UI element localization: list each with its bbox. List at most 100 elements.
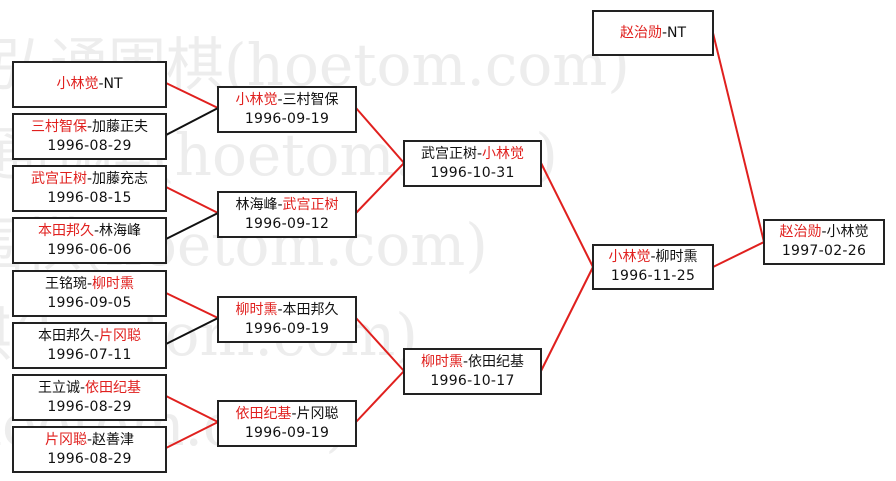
loser-name: 武宫正树 [420,145,477,162]
match-box-r1-3: 武宫正树-加藤充志 1996-08-15 [12,165,167,212]
match-date: 1996-09-19 [244,320,330,337]
winner-name: 柳时熏 [92,275,135,292]
connector-line [355,370,405,423]
winner-name: 柳时熏 [420,353,463,370]
winner-name: 赵治勋 [619,24,662,41]
connector-line [540,162,594,268]
match-date: 1996-08-29 [47,450,132,467]
loser-name: 柳时熏 [655,249,698,265]
match-box-seed: 赵治勋-NT [592,10,714,56]
match-date: 1996-11-25 [610,268,696,284]
winner-name: 依田纪基 [235,405,292,422]
match-date: 1996-09-19 [244,424,330,441]
winner-name: 小林觉 [235,91,278,108]
winner-name: 本田邦久 [37,222,94,239]
loser-name: NT [103,76,123,92]
match-date: 1996-08-29 [47,398,132,415]
connector-line [165,186,219,214]
match-players: 武宫正树-加藤充志 [30,170,149,187]
winner-name: 三村智保 [30,118,87,135]
match-players: 王立诚-依田纪基 [37,379,142,396]
connector-line [165,292,219,319]
winner-name: 片冈聪 [99,327,142,344]
match-box-r2-2: 林海峰-武宫正树 1996-09-12 [217,191,357,238]
connector-line [540,266,594,372]
loser-name: 林海峰 [99,222,142,239]
connector-line [165,317,219,345]
loser-name: 片冈聪 [296,405,339,422]
match-box-r3-1: 武宫正树-小林觉 1996-10-31 [403,140,542,187]
connector-line [165,212,219,240]
match-date: 1997-02-26 [781,243,867,259]
winner-name: 小林觉 [482,145,525,162]
match-box-r2-3: 柳时熏-本田邦久 1996-09-19 [217,296,357,343]
match-players: 赵治勋-小林觉 [779,224,869,240]
connector-line [165,421,219,449]
match-date: 1996-09-05 [47,294,132,311]
match-players: 林海峰-武宫正树 [235,196,339,213]
match-date: 1996-08-29 [47,137,132,154]
match-players: 赵治勋-NT [619,24,687,41]
loser-name: 加藤充志 [92,170,149,187]
loser-name: 小林觉 [826,224,869,240]
match-players: 小林觉-柳时熏 [608,249,698,265]
match-box-r4-1: 小林觉-柳时熏 1996-11-25 [592,244,714,290]
match-players: 王铭琬-柳时熏 [44,275,135,292]
connector-line [165,395,219,423]
match-date: 1996-10-31 [430,164,515,181]
connector-line [355,317,405,372]
winner-name: 柳时熏 [235,301,278,318]
loser-name: 赵善津 [92,431,135,448]
match-box-r2-4: 依田纪基-片冈聪 1996-09-19 [217,400,357,447]
connector-line [165,107,219,136]
match-players: 三村智保-加藤正夫 [30,118,149,135]
match-players: 武宫正树-小林觉 [420,145,525,162]
loser-name: 王立诚 [37,379,80,396]
match-players: 本田邦久-片冈聪 [37,327,142,344]
winner-name: 武宫正树 [282,196,339,213]
winner-name: 赵治勋 [779,224,822,240]
winner-name: 小林觉 [608,249,651,265]
match-date: 1996-06-06 [47,241,132,258]
winner-name: 片冈聪 [44,431,87,448]
match-box-r1-2: 三村智保-加藤正夫 1996-08-29 [12,113,167,160]
match-players: 柳时熏-依田纪基 [420,353,525,370]
match-players: 小林觉-NT [56,76,123,92]
match-date: 1996-09-19 [244,110,330,127]
match-date: 1996-07-11 [47,346,132,363]
loser-name: 本田邦久 [37,327,94,344]
connector-line [355,107,405,164]
match-players: 依田纪基-片冈聪 [235,405,339,422]
match-box-r1-7: 王立诚-依田纪基 1996-08-29 [12,374,167,421]
loser-name: 本田邦久 [282,301,339,318]
connector-line [165,82,219,109]
loser-name: 依田纪基 [468,353,525,370]
winner-name: 依田纪基 [85,379,142,396]
connector-line [712,241,765,268]
loser-name: NT [667,24,687,41]
match-players: 小林觉-三村智保 [235,91,339,108]
loser-name: 加藤正夫 [92,118,149,135]
match-box-r2-1: 小林觉-三村智保 1996-09-19 [217,86,357,133]
loser-name: 林海峰 [235,196,278,213]
match-box-r1-5: 王铭琬-柳时熏 1996-09-05 [12,270,167,317]
match-box-r1-8: 片冈聪-赵善津 1996-08-29 [12,426,167,473]
match-box-r3-2: 柳时熏-依田纪基 1996-10-17 [403,348,542,395]
loser-name: 王铭琬 [44,275,87,292]
match-box-final: 赵治勋-小林觉 1997-02-26 [763,219,885,265]
connector-line [355,162,405,214]
match-players: 片冈聪-赵善津 [44,431,135,448]
match-box-r1-6: 本田邦久-片冈聪 1996-07-11 [12,322,167,369]
match-players: 柳时熏-本田邦久 [235,301,339,318]
match-date: 1996-09-12 [244,215,330,232]
loser-name: 三村智保 [282,91,339,108]
winner-name: 小林觉 [56,76,99,92]
winner-name: 武宫正树 [30,170,87,187]
match-box-r1-1: 小林觉-NT [12,61,167,108]
match-box-r1-4: 本田邦久-林海峰 1996-06-06 [12,217,167,264]
match-date: 1996-08-15 [47,189,132,206]
connector-line [712,32,765,243]
match-players: 本田邦久-林海峰 [37,222,142,239]
match-date: 1996-10-17 [430,372,515,389]
